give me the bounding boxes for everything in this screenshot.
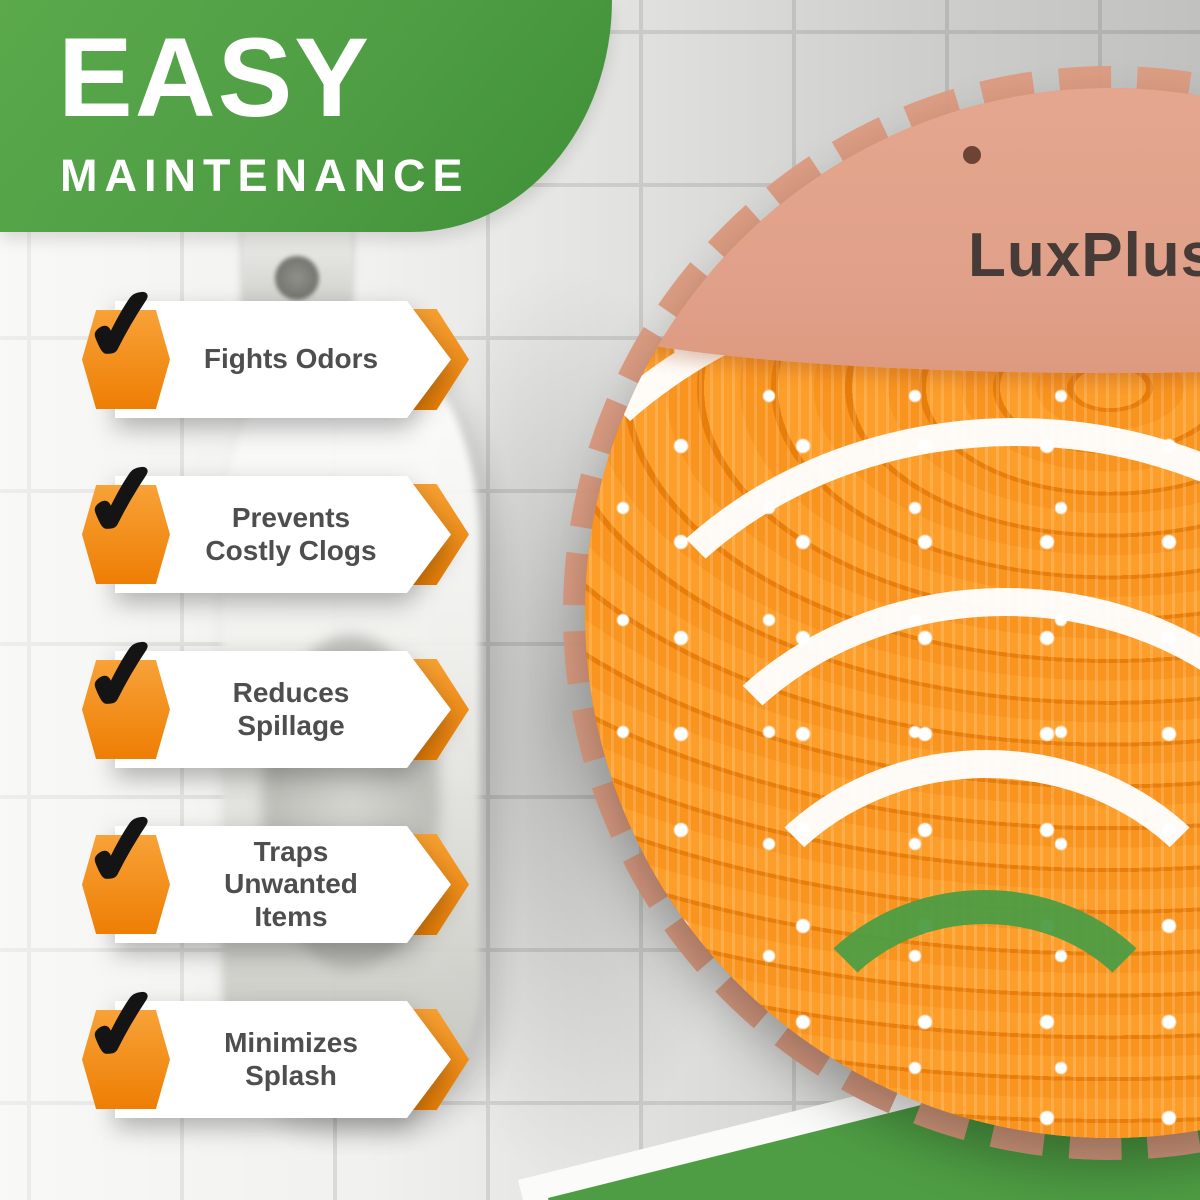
- feature-label: Prevents Costly Clogs: [205, 502, 377, 566]
- feature-label: Minimizes Splash: [224, 1027, 358, 1091]
- page-title: EASY: [58, 15, 371, 140]
- feature-badge: Reduces Spillage ✓: [76, 616, 469, 776]
- feature-badge: Traps Unwanted Items ✓: [76, 791, 469, 951]
- feature-label: Fights Odors: [203, 343, 379, 375]
- feature-label: Reduces Spillage: [232, 677, 350, 741]
- feature-list: Fights Odors ✓ Prevents Costly Clogs ✓ R…: [76, 266, 469, 1126]
- check-icon: ✓: [76, 616, 171, 735]
- check-icon: ✓: [76, 966, 171, 1085]
- feature-badge: Minimizes Splash ✓: [76, 966, 469, 1126]
- feature-badge: Prevents Costly Clogs ✓: [76, 441, 469, 601]
- check-icon: ✓: [76, 791, 171, 910]
- header-banner: EASY MAINTENANCE: [0, 0, 612, 232]
- feature-badge: Fights Odors ✓: [76, 266, 469, 426]
- check-icon: ✓: [76, 266, 171, 385]
- page-subtitle: MAINTENANCE: [60, 150, 470, 201]
- check-icon: ✓: [76, 441, 171, 560]
- feature-label: Traps Unwanted Items: [224, 836, 358, 932]
- brand-logo: LuxPlus: [968, 221, 1200, 290]
- mounting-hole: [963, 146, 981, 164]
